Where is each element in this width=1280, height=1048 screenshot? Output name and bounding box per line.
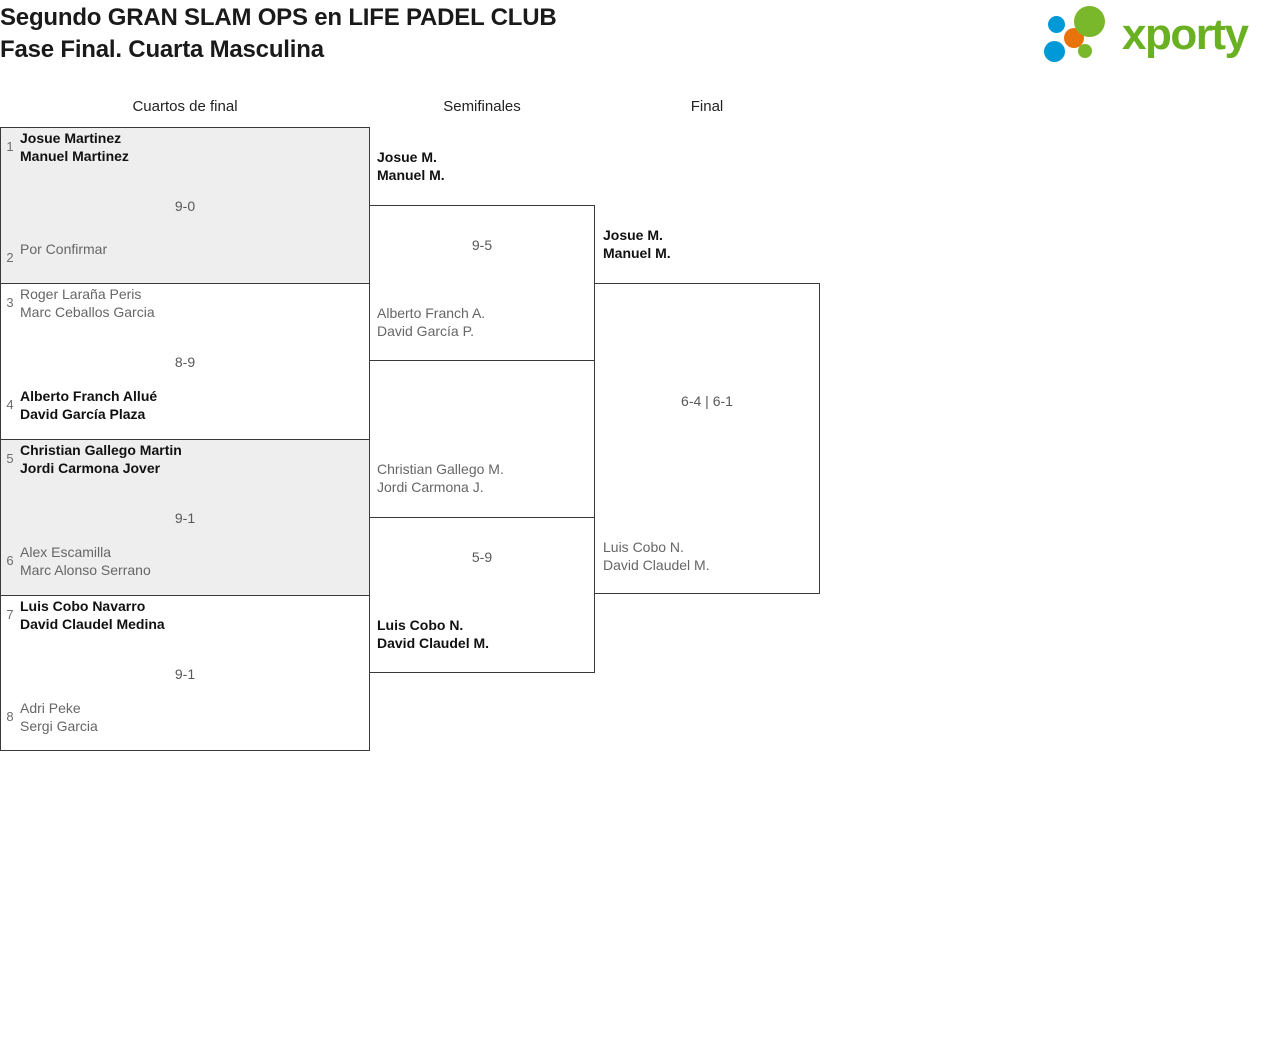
team-names: Josue M. Manuel M.: [603, 227, 671, 261]
seed-number: 7: [6, 607, 14, 622]
team-names: Alberto Franch A. David García P.: [377, 305, 486, 339]
final-team-bottom[interactable]: Luis Cobo N. David Claudel M.: [603, 538, 710, 574]
seed-number: 3: [6, 295, 14, 310]
team-names: Alex Escamilla Marc Alonso Serrano: [20, 544, 151, 578]
qf-4-score: 9-1: [174, 666, 196, 682]
team-names: Luis Cobo N. David Claudel M.: [603, 539, 710, 573]
team-names: Luis Cobo N. David Claudel M.: [377, 617, 490, 651]
seed-number: 2: [6, 250, 14, 265]
tournament-title-line-1: Segundo GRAN SLAM OPS en LIFE PADEL CLUB: [0, 4, 557, 31]
sf-1-team-bottom[interactable]: Alberto Franch A. David García P.: [377, 304, 485, 340]
sf-2-team-bottom[interactable]: Luis Cobo N. David Claudel M.: [377, 616, 489, 652]
team-names: Luis Cobo Navarro David Claudel Medina: [20, 598, 165, 632]
match-box-qf-2[interactable]: [0, 283, 370, 439]
seed-number: 6: [6, 553, 14, 568]
qf-2-score: 8-9: [174, 354, 196, 370]
match-box-qf-1[interactable]: [0, 127, 370, 283]
team-names: Roger Laraña Peris Marc Ceballos Garcia: [20, 286, 155, 320]
sf-1-score: 9-5: [471, 237, 493, 253]
logo-dots-icon: [1044, 6, 1120, 64]
final-score: 6-4 | 6-1: [681, 393, 733, 409]
sf-1-team-top[interactable]: Josue M. Manuel M.: [377, 148, 445, 184]
match-box-sf-2[interactable]: [369, 517, 595, 673]
sf-2-team-top[interactable]: Christian Gallego M. Jordi Carmona J.: [377, 460, 504, 496]
logo-wordmark: xporty: [1122, 10, 1249, 59]
match-box-qf-3[interactable]: [0, 439, 370, 595]
seed-number: 5: [6, 451, 14, 466]
team-names: Christian Gallego M. Jordi Carmona J.: [377, 461, 504, 495]
page-title: Segundo GRAN SLAM OPS en LIFE PADEL CLUB…: [0, 2, 900, 66]
xporty-logo[interactable]: xporty: [1034, 4, 1274, 66]
team-names: Adri Peke Sergi Garcia: [20, 700, 98, 734]
qf-1-team-top[interactable]: 1 Josue Martinez Manuel Martinez: [0, 129, 129, 165]
qf-2-team-bottom[interactable]: 4 Alberto Franch Allué David García Plaz…: [0, 387, 157, 423]
qf-4-team-bottom[interactable]: 8 Adri Peke Sergi Garcia: [0, 699, 98, 735]
qf-4-team-top[interactable]: 7 Luis Cobo Navarro David Claudel Medina: [0, 597, 165, 633]
qf-1-score: 9-0: [174, 198, 196, 214]
qf-3-team-top[interactable]: 5 Christian Gallego Martin Jordi Carmona…: [0, 441, 182, 477]
round-header-final: Final: [690, 98, 724, 115]
tournament-title-line-2: Fase Final. Cuarta Masculina: [0, 36, 324, 63]
team-names: Josue M. Manuel M.: [377, 149, 445, 183]
round-header-semifinals: Semifinales: [443, 98, 521, 115]
qf-3-score: 9-1: [174, 510, 196, 526]
seed-number: 4: [6, 397, 14, 412]
team-names: Por Confirmar: [20, 241, 108, 257]
team-names: Josue Martinez Manuel Martinez: [20, 130, 129, 164]
seed-number: 8: [6, 709, 14, 724]
final-team-top[interactable]: Josue M. Manuel M.: [603, 226, 671, 262]
seed-number: 1: [6, 139, 14, 154]
team-names: Christian Gallego Martin Jordi Carmona J…: [20, 442, 182, 476]
qf-1-team-bottom[interactable]: 2 Por Confirmar: [0, 240, 107, 276]
qf-2-team-top[interactable]: 3 Roger Laraña Peris Marc Ceballos Garci…: [0, 285, 155, 321]
round-header-quarterfinals: Cuartos de final: [132, 98, 238, 115]
team-names: Alberto Franch Allué David García Plaza: [20, 388, 158, 422]
match-box-qf-4[interactable]: [0, 595, 370, 751]
match-box-final[interactable]: [594, 283, 820, 594]
qf-3-team-bottom[interactable]: 6 Alex Escamilla Marc Alonso Serrano: [0, 543, 151, 579]
sf-2-score: 5-9: [471, 549, 493, 565]
